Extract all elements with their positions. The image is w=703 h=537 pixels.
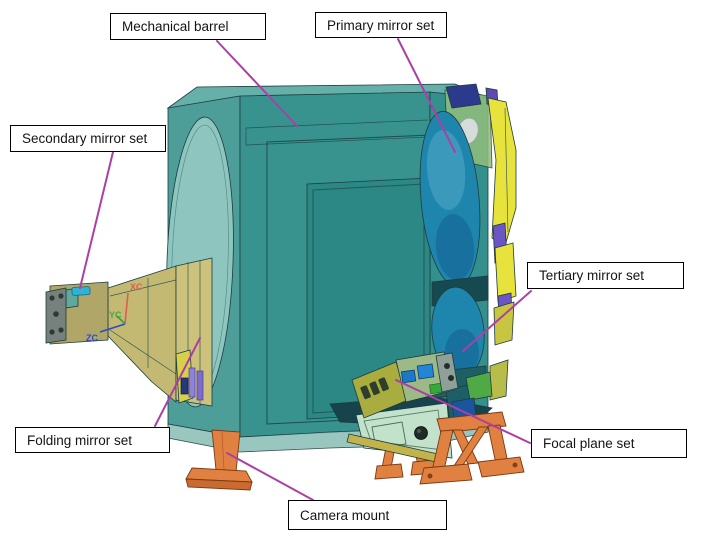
trestle-foot-hole-1 <box>427 473 433 479</box>
callout-folding-mirror: Folding mirror set <box>15 427 170 453</box>
callout-tertiary-mirror: Tertiary mirror set <box>527 262 684 289</box>
leader-mechanical-barrel <box>216 40 298 127</box>
callout-mechanical-barrel: Mechanical barrel <box>110 13 266 40</box>
trestle-foot-hole-2 <box>512 462 518 468</box>
barrel-groove-line-1 <box>245 119 429 129</box>
olive-bracket-mid <box>493 301 515 346</box>
leader-lines <box>79 38 532 501</box>
barrel-groove-line-2 <box>245 136 429 146</box>
axis-x-label: XC <box>130 282 143 292</box>
front-leg-post <box>211 429 241 473</box>
yellow-bracket-upper <box>487 97 517 247</box>
back-trestle-foot-left <box>374 463 404 480</box>
axis-y-line <box>116 315 126 325</box>
leader-tertiary-mirror <box>462 290 532 352</box>
trestle-foot-right <box>477 456 525 478</box>
leader-focal-plane <box>395 379 531 444</box>
focal-blue-connector-1 <box>400 369 417 384</box>
yellow-bracket-mid <box>494 242 517 303</box>
callout-primary-mirror-text: Primary mirror set <box>327 17 435 33</box>
callout-folding-mirror-text: Folding mirror set <box>27 432 133 448</box>
right-edge-brackets <box>487 97 517 401</box>
callout-tertiary-mirror-text: Tertiary mirror set <box>539 268 645 283</box>
panel-knob-highlight <box>417 429 421 433</box>
primary-mirror-shadow <box>435 214 475 280</box>
folding-mirror-parts <box>175 349 204 404</box>
callout-primary-mirror: Primary mirror set <box>315 12 447 38</box>
leader-camera-mount <box>226 452 314 501</box>
folding-navy-slat <box>180 377 189 395</box>
axis-y-label: YC <box>109 310 122 320</box>
top-navy-bracket <box>445 83 482 109</box>
folding-purple-slat-1 <box>188 367 196 398</box>
camera-mount-front-leg <box>185 429 253 491</box>
leader-folding-mirror <box>154 337 201 427</box>
trestle-foot-left <box>419 463 473 485</box>
leader-secondary-mirror <box>79 151 114 289</box>
axis-z-line <box>99 323 126 333</box>
primary-mirror-highlight <box>426 130 466 210</box>
truss-line-top <box>109 279 177 297</box>
truss-line-bottom <box>109 329 177 375</box>
focal-green-blob <box>465 371 493 401</box>
front-leg-seam <box>221 431 225 471</box>
focal-tab-hole-1 <box>444 363 450 369</box>
callout-secondary-mirror: Secondary mirror set <box>10 125 166 152</box>
callout-focal-plane: Focal plane set <box>531 429 687 458</box>
focal-plate-slots <box>360 377 389 400</box>
folding-purple-slat-2 <box>196 370 204 401</box>
focal-blue-connector-2 <box>416 363 435 380</box>
axis-triad: XC YC ZC <box>86 282 143 343</box>
primary-mirror-set <box>419 110 481 288</box>
callout-mechanical-barrel-text: Mechanical barrel <box>122 19 229 34</box>
callout-camera-mount: Camera mount <box>288 500 447 530</box>
leader-primary-mirror <box>397 38 456 153</box>
camera-mount-front-trestle <box>419 411 525 485</box>
axis-z-label: ZC <box>86 333 98 343</box>
front-leg-foot-face <box>185 478 253 491</box>
yellow-bracket-seam <box>504 107 509 233</box>
olive-bracket-lower <box>489 359 509 401</box>
focal-tab-hole-2 <box>448 375 454 381</box>
focal-gray-tab <box>435 352 459 393</box>
panel-knob <box>414 426 428 440</box>
axis-x-line <box>124 292 129 325</box>
callout-focal-plane-text: Focal plane set <box>543 436 635 451</box>
callout-camera-mount-text: Camera mount <box>300 507 390 523</box>
callout-secondary-mirror-text: Secondary mirror set <box>22 131 148 146</box>
interface-plate-holes <box>49 293 64 335</box>
